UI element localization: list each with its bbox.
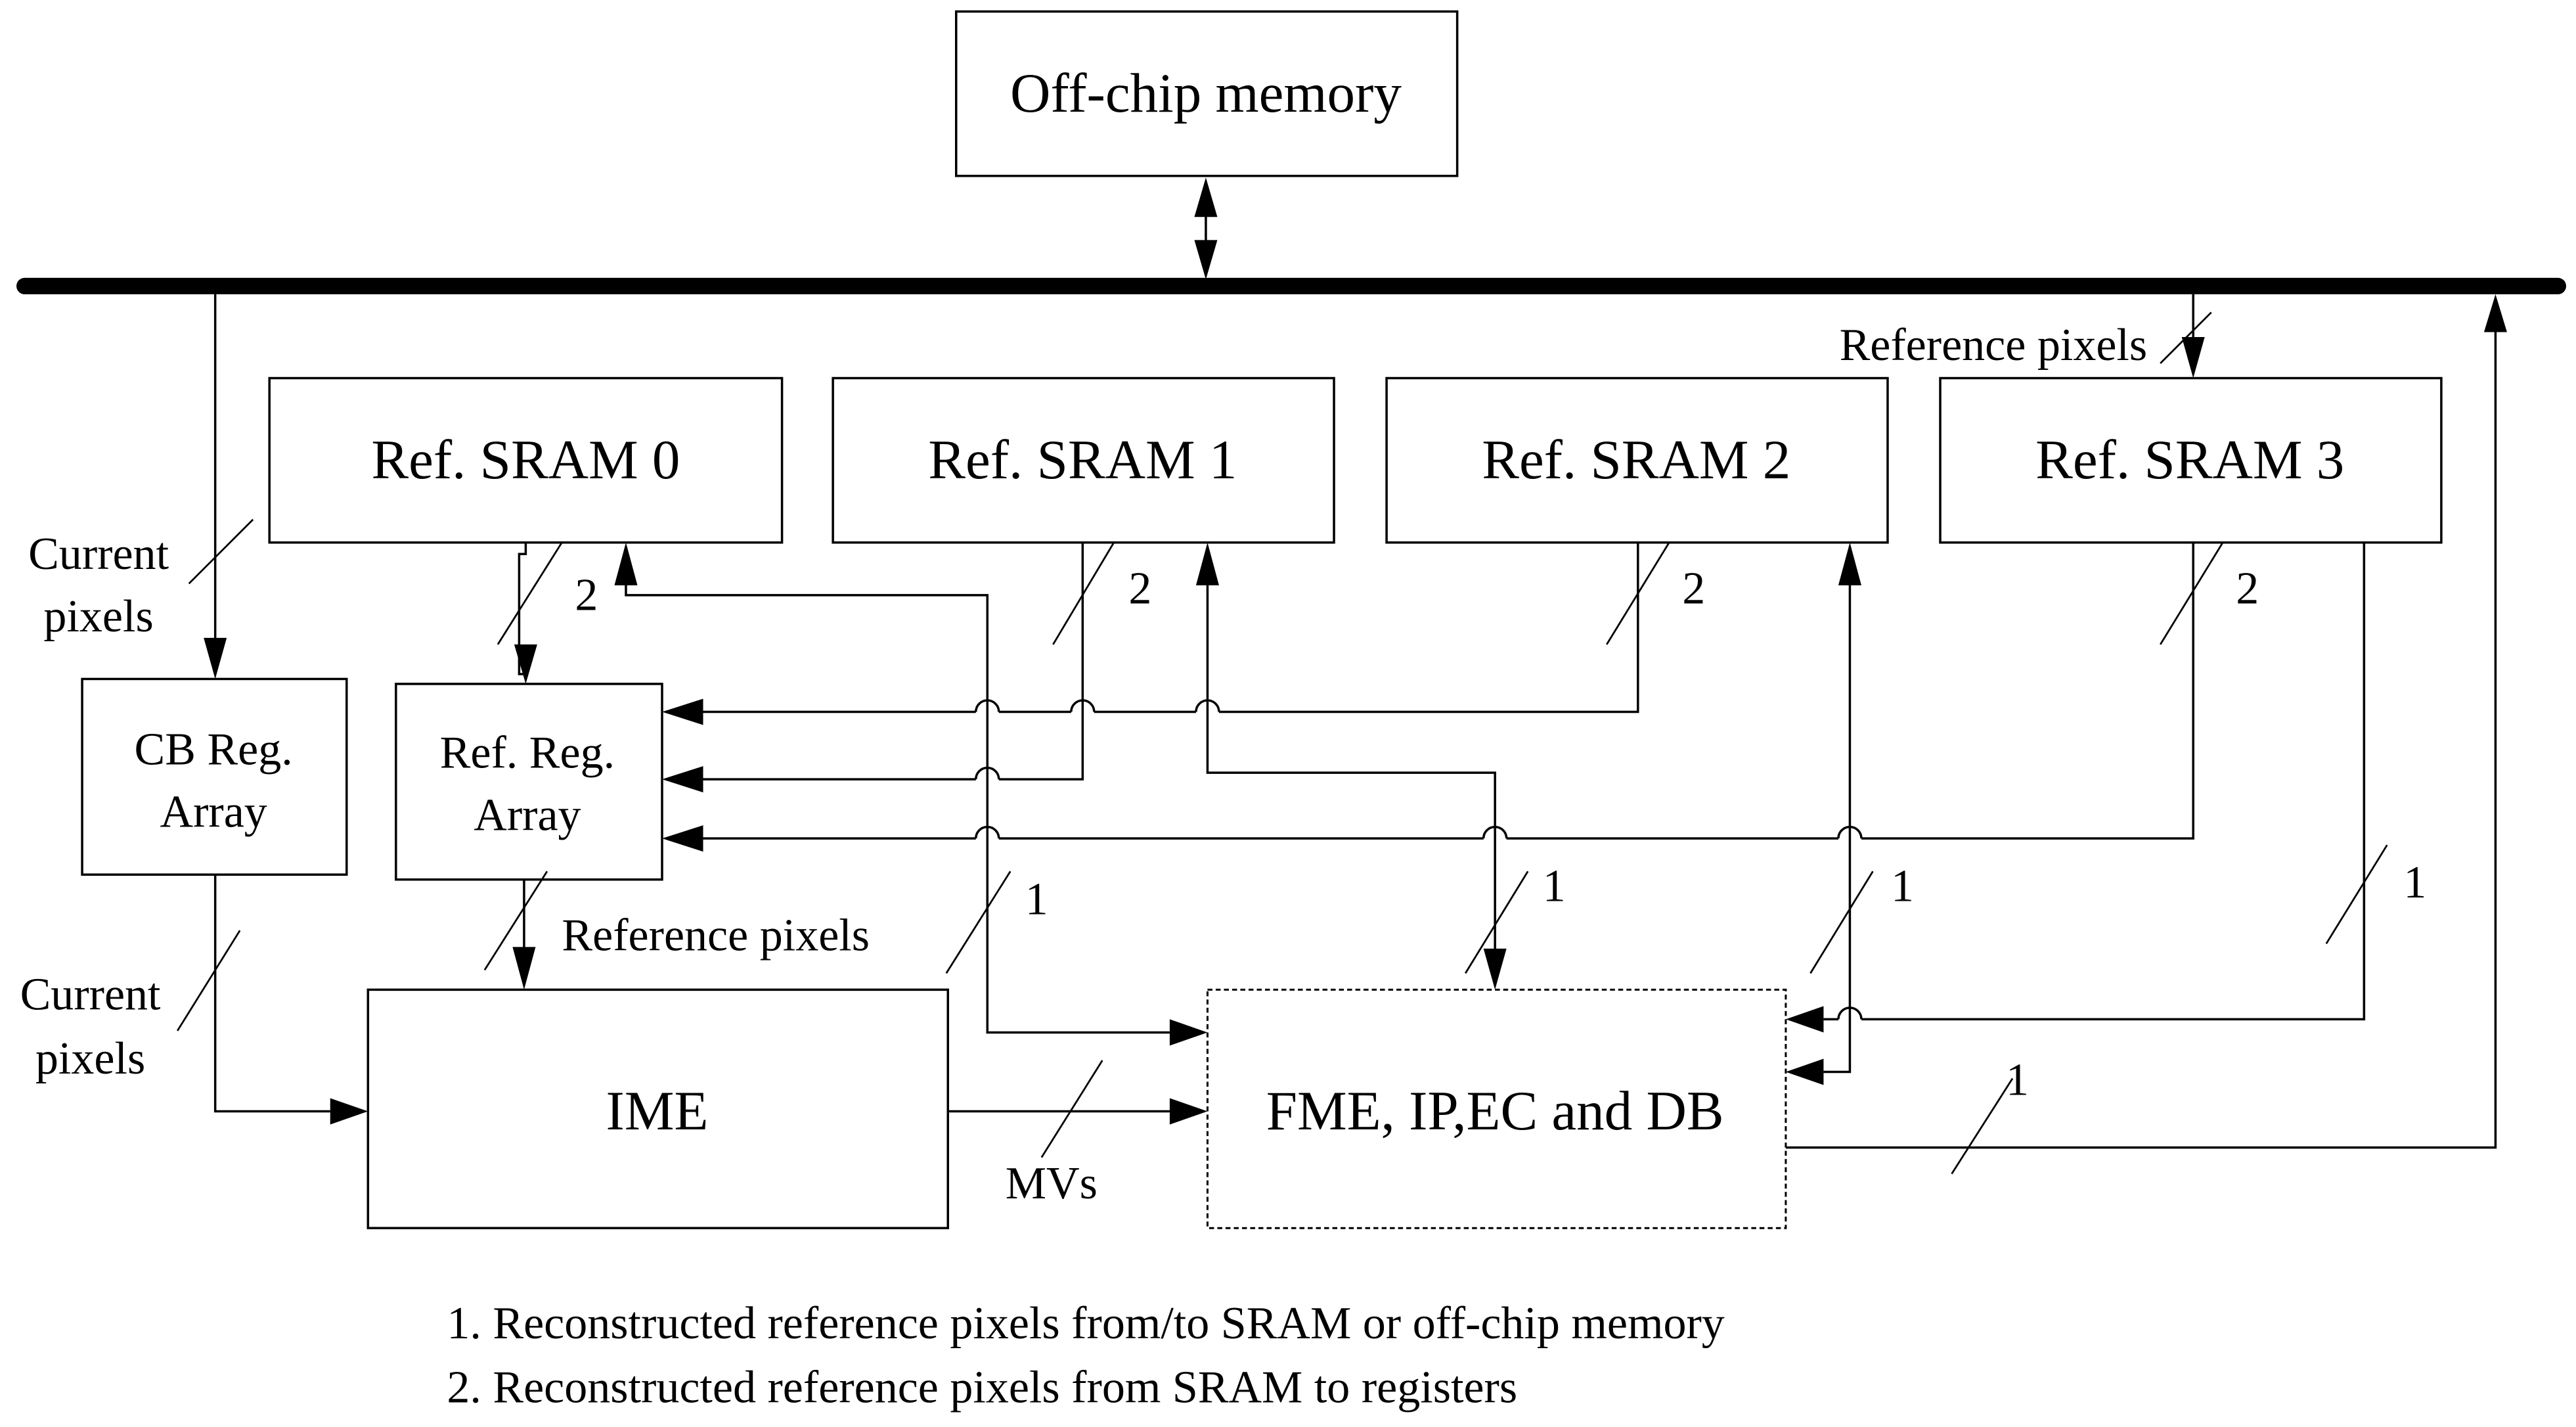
bus-type-1-label: 1 — [1891, 861, 1914, 911]
bus-type-1-label: 1 — [2403, 857, 2426, 908]
current-pixels-top-label-1: Current — [28, 529, 169, 579]
sram0-to-ref-reg-wire: 2 — [497, 542, 598, 684]
ref-reg-to-ime-wire: Reference pixels — [483, 871, 870, 990]
ref-sram-0-label: Ref. SRAM 0 — [371, 429, 680, 491]
current-pixels-top-label-2: pixels — [43, 591, 153, 642]
sram1-to-ref-reg-wire: 2 — [662, 542, 1151, 793]
bus-type-1-label: 1 — [2006, 1055, 2029, 1106]
ime-label: IME — [606, 1080, 709, 1142]
sram3-to-ref-reg-wire: 2 — [662, 542, 2259, 852]
sram2-to-ref-reg-wire: 2 — [662, 542, 1705, 725]
legend: 1. Reconstructed reference pixels from/t… — [447, 1298, 1724, 1413]
bus-type-2-label: 2 — [2236, 563, 2259, 614]
ref-sram-1-label: Ref. SRAM 1 — [928, 429, 1237, 491]
ref-sram-2-label: Ref. SRAM 2 — [1482, 429, 1790, 491]
bus-type-1-label: 1 — [1025, 874, 1048, 924]
mvs-label: MVs — [1006, 1158, 1098, 1209]
bus-to-cb-reg-wire: Current pixels — [28, 294, 254, 679]
offchip-bus-double-arrow — [1194, 177, 1218, 280]
bus-to-sram3-wire: Reference pixels — [1840, 294, 2212, 378]
fme-to-bus-wire: 1 — [1785, 294, 2507, 1175]
reference-pixels-top-label: Reference pixels — [1840, 320, 2148, 371]
reference-pixels-mid-label: Reference pixels — [562, 910, 870, 961]
ref-sram-1-block: Ref. SRAM 1 — [832, 376, 1335, 544]
sram2-fme-wire: 1 — [1785, 542, 1914, 1085]
bus-type-1-label: 1 — [1543, 861, 1566, 911]
current-pixels-bottom-label-1: Current — [20, 969, 161, 1020]
offchip-memory-block: Off-chip memory — [954, 10, 1459, 177]
current-pixels-bottom-label-2: pixels — [35, 1033, 145, 1084]
ref-reg-array-label-2: Array — [474, 790, 581, 841]
bus-type-2-label: 2 — [1682, 563, 1705, 614]
ref-sram-3-label: Ref. SRAM 3 — [2035, 429, 2344, 491]
cb-reg-to-ime-wire: Current pixels — [20, 874, 368, 1125]
legend-item-1: 1. Reconstructed reference pixels from/t… — [447, 1298, 1724, 1349]
ref-sram-0-block: Ref. SRAM 0 — [268, 376, 784, 544]
ime-block: IME — [366, 988, 949, 1229]
cb-reg-array-block: CB Reg. Array — [81, 677, 348, 876]
cb-reg-array-label-1: CB Reg. — [135, 725, 293, 775]
ref-reg-array-label-1: Ref. Reg. — [440, 728, 615, 779]
fme-ip-ec-db-label: FME, IP,EC and DB — [1266, 1080, 1724, 1142]
sram1-fme-wire: 1 — [1195, 542, 1566, 990]
ref-sram-3-block: Ref. SRAM 3 — [1939, 376, 2443, 544]
bus-type-2-label: 2 — [575, 570, 598, 620]
offchip-memory-label: Off-chip memory — [1010, 62, 1402, 124]
sram0-fme-wire: 1 — [614, 542, 1208, 1046]
legend-item-2: 2. Reconstructed reference pixels from S… — [447, 1362, 1517, 1413]
sram3-fme-wire: 1 — [1785, 542, 2426, 1033]
ime-to-fme-wire: MVs — [948, 1060, 1208, 1209]
bus-type-2-label: 2 — [1128, 563, 1151, 614]
ref-reg-array-block: Ref. Reg. Array — [395, 683, 663, 881]
ref-sram-2-block: Ref. SRAM 2 — [1385, 376, 1889, 544]
fme-ip-ec-db-block: FME, IP,EC and DB — [1206, 988, 1787, 1229]
cb-reg-array-label-2: Array — [160, 787, 267, 838]
